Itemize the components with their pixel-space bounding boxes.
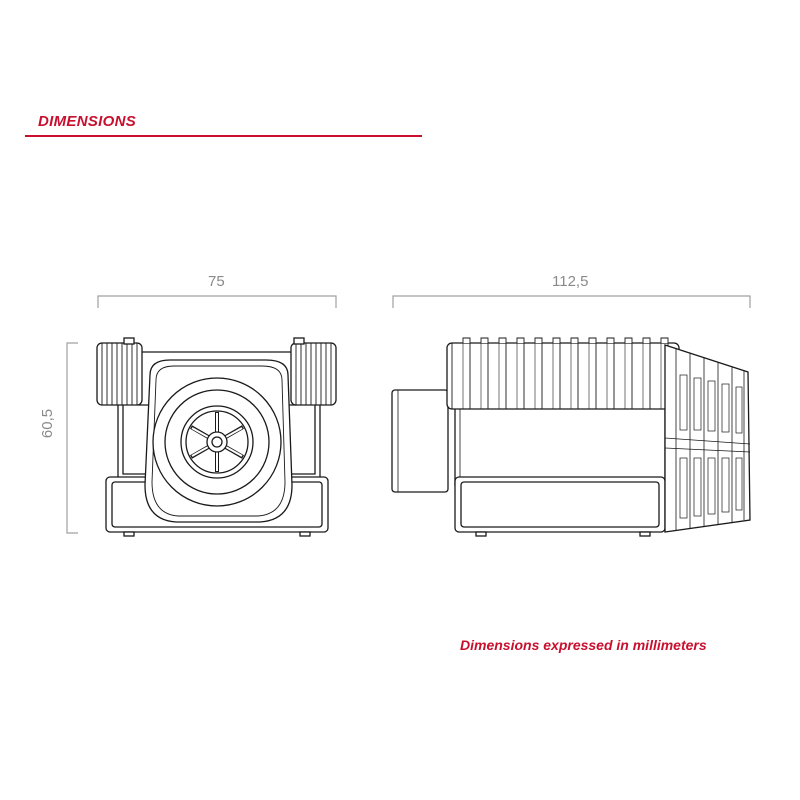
front-width-dimension-line — [97, 295, 337, 308]
side-length-dimension-line — [392, 295, 751, 308]
front-view — [96, 337, 337, 537]
dimension-lines — [66, 295, 751, 534]
section-title: DIMENSIONS — [38, 113, 137, 130]
side-view — [391, 337, 751, 537]
front-width-label: 75 — [208, 273, 225, 290]
height-label: 60,5 — [39, 408, 57, 439]
units-footnote: Dimensions expressed in millimeters — [460, 637, 707, 653]
title-underline — [25, 135, 422, 137]
side-length-label: 112,5 — [552, 273, 589, 290]
height-dimension-line — [66, 342, 78, 534]
